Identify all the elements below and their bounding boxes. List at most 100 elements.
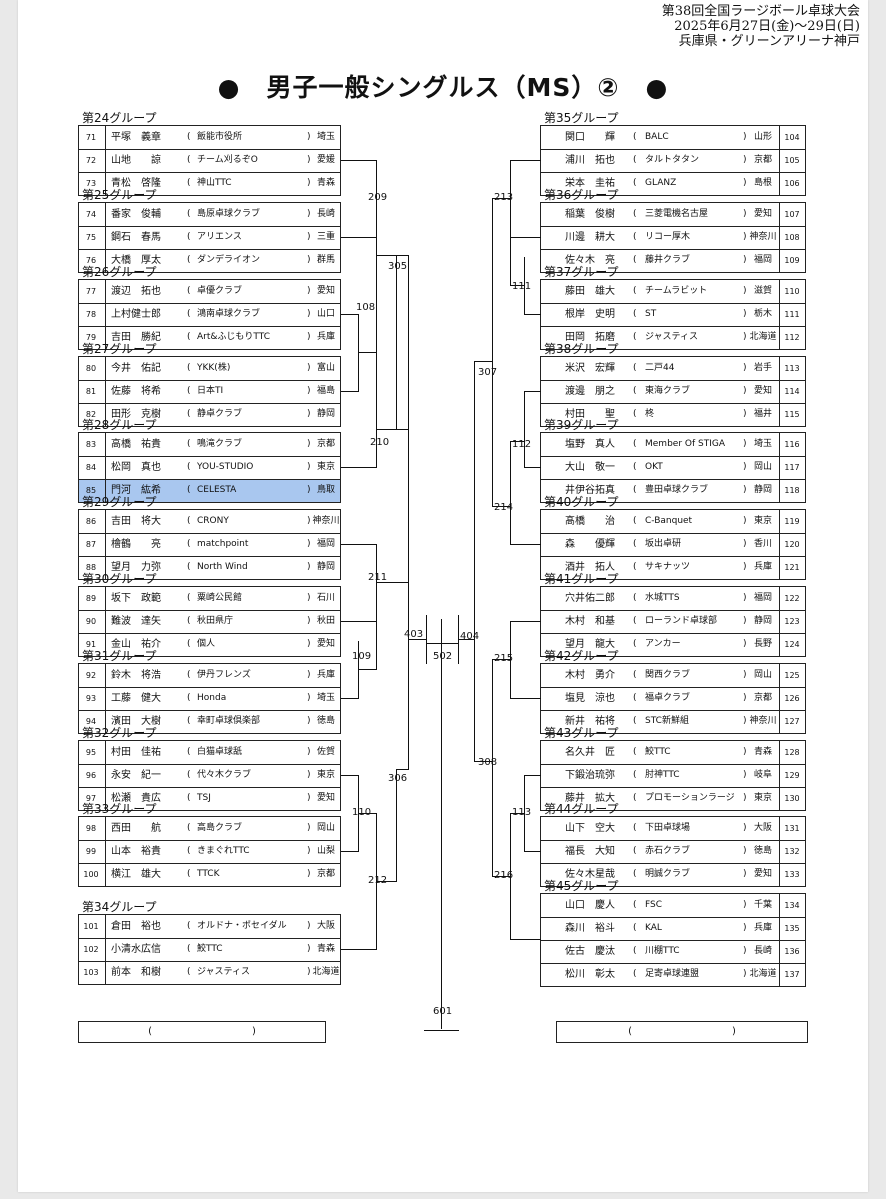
- seed-number: 76: [85, 256, 97, 265]
- club-name: 坂出卓研: [645, 539, 682, 549]
- club-close-paren: ): [743, 209, 747, 219]
- player-name: 穴井佑二郎: [565, 593, 615, 604]
- seed-number: 114: [784, 387, 800, 396]
- club-open-paren: (: [187, 286, 191, 296]
- match-number-m112: 112: [512, 438, 532, 450]
- club-name: きまぐれTTC: [197, 846, 250, 856]
- prefecture: 愛知: [316, 639, 335, 649]
- row-divider: [79, 710, 340, 711]
- club-close-paren: ): [743, 178, 747, 188]
- seed-number: 73: [85, 179, 97, 188]
- player-name: 渡辺 拓也: [111, 286, 161, 297]
- club-name: 個人: [197, 639, 216, 649]
- club-open-paren: (: [187, 944, 191, 954]
- club-close-paren: ): [743, 593, 747, 603]
- column-divider: [105, 303, 106, 326]
- row-divider: [79, 610, 340, 611]
- bracket-line: [341, 313, 359, 315]
- club-close-paren: ): [743, 409, 747, 419]
- prefecture: 三重: [316, 232, 335, 242]
- column-divider: [779, 963, 780, 986]
- row-divider: [79, 149, 340, 150]
- player-name: 藤田 雄大: [565, 286, 615, 297]
- club-open-paren: (: [187, 716, 191, 726]
- bracket-line: [510, 236, 541, 238]
- seed-number: 95: [85, 748, 97, 757]
- column-divider: [105, 456, 106, 479]
- row-divider: [79, 556, 340, 557]
- bracket-line: [492, 875, 511, 877]
- bracket-line: [510, 159, 541, 161]
- bracket-line: [524, 774, 541, 776]
